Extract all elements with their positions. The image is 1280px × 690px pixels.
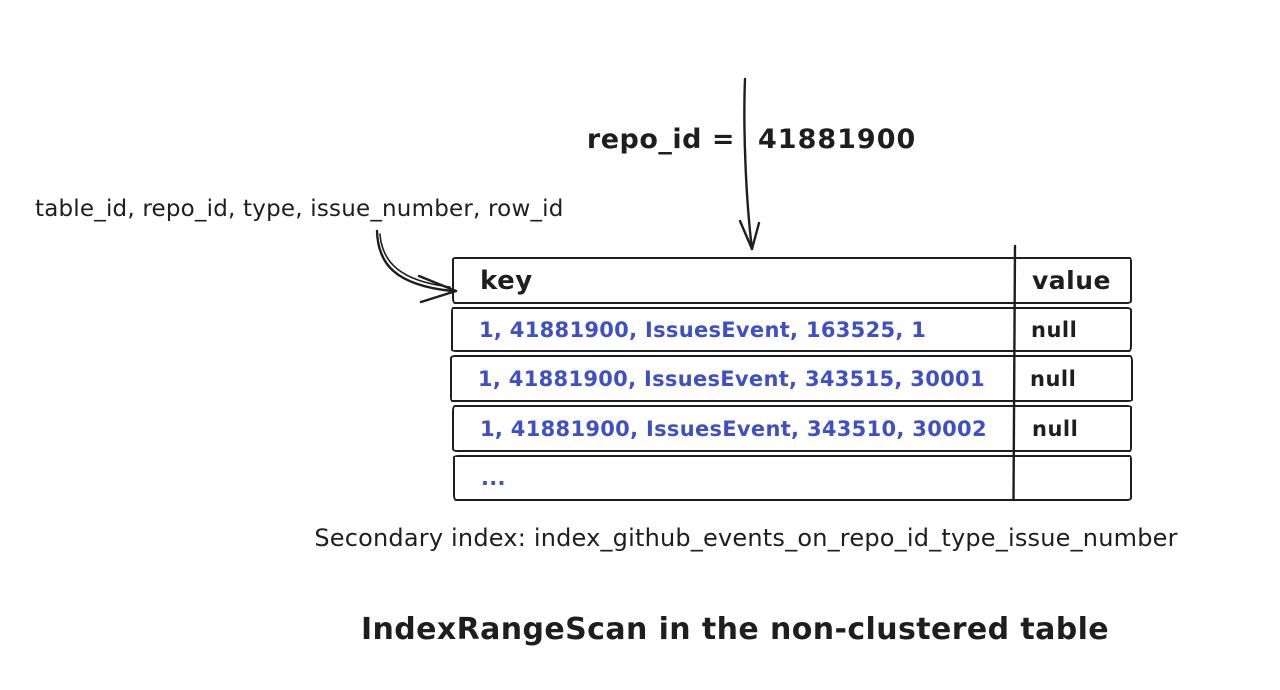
header-value: value (1032, 266, 1111, 295)
row-key: 1, 41881900, IssuesEvent, 163525, 1 (479, 317, 927, 342)
header-key: key (480, 265, 533, 296)
row-key: ... (481, 466, 506, 490)
row-value: null (1031, 317, 1078, 342)
row-key: 1, 41881900, IssuesEvent, 343510, 30002 (480, 416, 987, 441)
table-row-ellipsis: ... (453, 455, 1132, 501)
secondary-index-caption: Secondary index: index_github_events_on_… (314, 524, 1178, 552)
filter-condition-label: repo_id = (586, 124, 735, 155)
table-row: 1, 41881900, IssuesEvent, 343515, 30001 … (450, 355, 1133, 402)
table-header-row: key value (452, 257, 1132, 304)
filter-condition-value: 41881900 (758, 124, 917, 155)
row-key: 1, 41881900, IssuesEvent, 343515, 30001 (478, 366, 985, 391)
down-arrow-icon (738, 77, 761, 251)
table-row: 1, 41881900, IssuesEvent, 163525, 1 null (451, 307, 1132, 352)
index-columns-label: table_id, repo_id, type, issue_number, r… (35, 196, 564, 222)
curved-arrow-icon (375, 229, 458, 304)
row-value: null (1032, 416, 1079, 441)
row-value: null (1030, 366, 1077, 391)
table-row: 1, 41881900, IssuesEvent, 343510, 30002 … (452, 405, 1132, 452)
diagram-title: IndexRangeScan in the non-clustered tabl… (360, 612, 1110, 647)
